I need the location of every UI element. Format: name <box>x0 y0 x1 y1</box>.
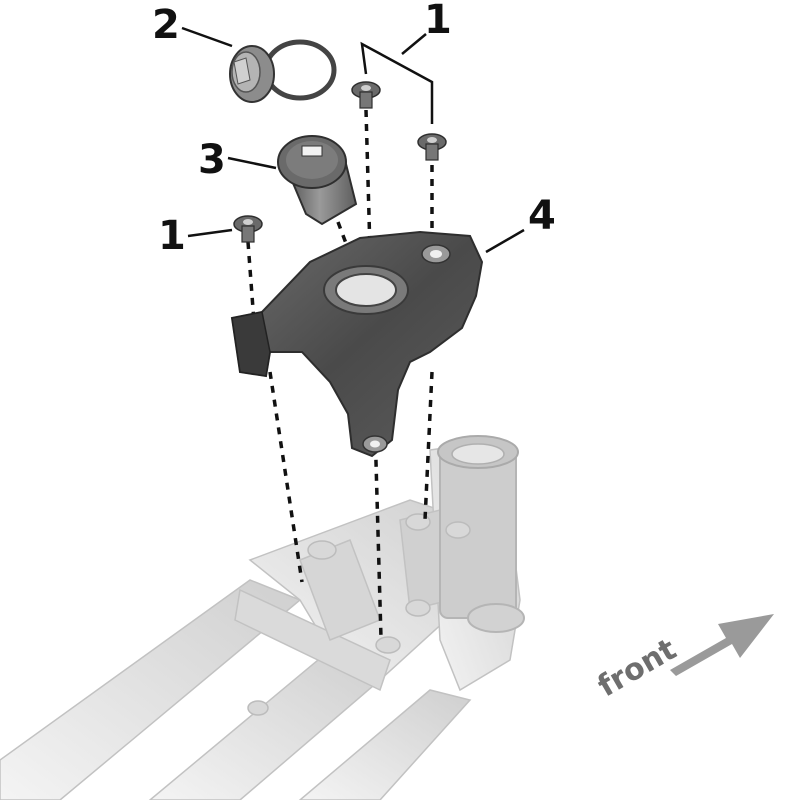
callout-label-part-1-screws-top: 1 <box>424 0 452 43</box>
callout-label-part-4-bracket: 4 <box>528 193 556 239</box>
part-1-screw-left <box>233 215 263 243</box>
steering-head-tube <box>437 435 525 633</box>
part-1-screw-top-center <box>351 81 381 109</box>
callout-label-part-3-lock-cylinder: 3 <box>198 137 226 183</box>
callout-leader-lines <box>181 26 525 254</box>
front-direction-arrow <box>670 614 774 676</box>
callout-label-part-2-cap: 2 <box>152 2 180 48</box>
part-2-cap <box>229 39 337 103</box>
part-4-bracket <box>230 230 484 458</box>
callout-label-part-1-screw-left: 1 <box>158 213 186 259</box>
part-3-lock-cylinder <box>277 135 358 226</box>
part-1-screw-top-right <box>417 133 447 161</box>
frame-mounting-tabs <box>247 513 471 716</box>
